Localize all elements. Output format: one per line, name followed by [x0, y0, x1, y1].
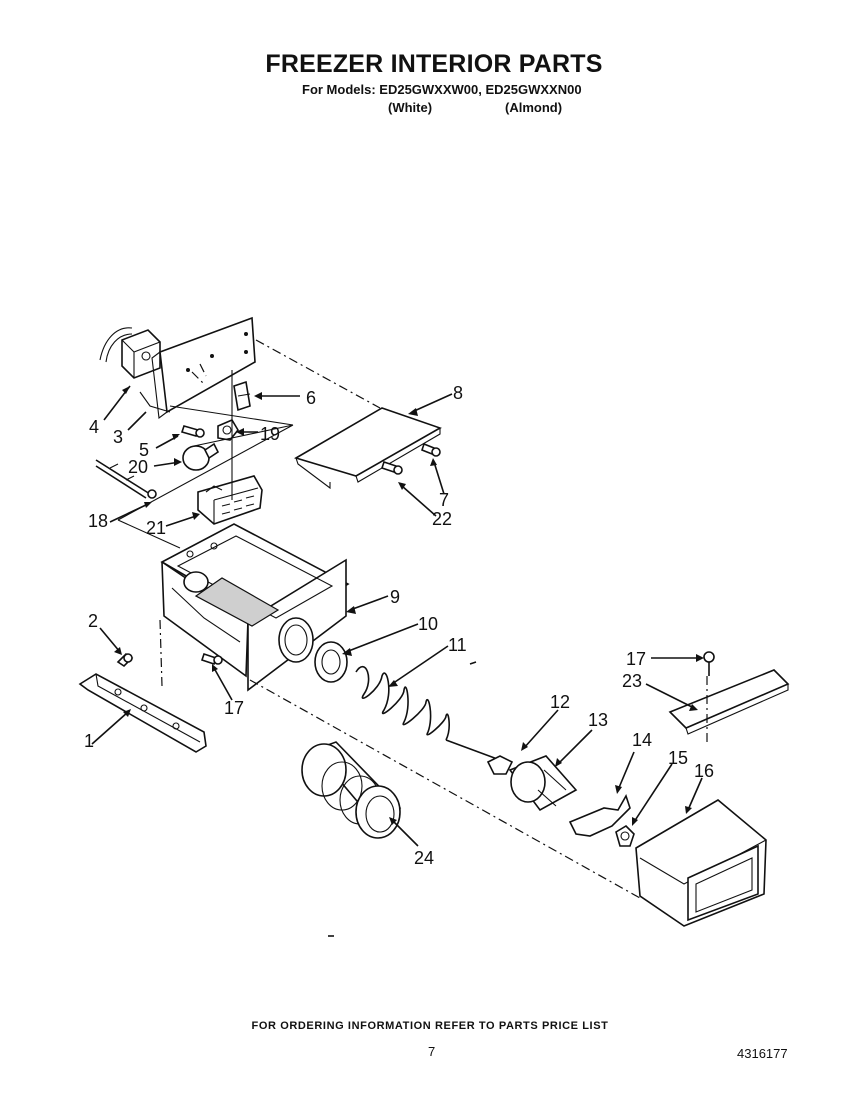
- part-14-bracket: [568, 794, 631, 837]
- callout-18: 18: [88, 511, 108, 531]
- variant-white: (White): [388, 100, 433, 115]
- callout-22: 22: [432, 509, 452, 529]
- callout-11: 11: [448, 635, 467, 655]
- part-18-wire-harness: [95, 459, 157, 499]
- assembly-guide-lines: [117, 370, 233, 549]
- part-12-auger-drive: [445, 739, 514, 775]
- part-4-motor: [99, 327, 161, 379]
- part-21-terminal-block: [197, 475, 263, 525]
- callout-17-upper: 17: [626, 649, 646, 669]
- callout-2: 2: [88, 611, 98, 631]
- callout-15: 15: [668, 748, 688, 768]
- part-9-dispenser-housing: [160, 523, 350, 692]
- part-24-sleeve: [301, 741, 402, 839]
- document-number: 4316177: [737, 1046, 788, 1061]
- part-17-screw-lower: [200, 652, 223, 666]
- part-16-dispenser-chute-cover: [635, 799, 767, 927]
- part-20-light-bulb: [182, 442, 220, 471]
- callout-5: 5: [139, 440, 149, 460]
- callout-20: 20: [128, 457, 148, 477]
- callout-12: 12: [550, 692, 570, 712]
- callout-9: 9: [390, 587, 400, 607]
- ordering-note: FOR ORDERING INFORMATION REFER TO PARTS …: [251, 1020, 609, 1032]
- part-7-screw: [421, 442, 441, 457]
- guide-line-bracket: [159, 619, 163, 687]
- part-17-screw-upper: [703, 651, 715, 742]
- callout-10: 10: [418, 614, 438, 634]
- models-line: For Models: ED25GWXXW00, ED25GWXXN00: [302, 82, 582, 97]
- leader-lines: [91, 385, 704, 847]
- callout-8: 8: [453, 383, 463, 403]
- callout-14: 14: [632, 730, 652, 750]
- page-number: 7: [428, 1044, 436, 1059]
- registration-mark: [469, 661, 477, 665]
- callout-4: 4: [89, 417, 99, 437]
- part-6-switch-bracket: [233, 380, 251, 412]
- guide-line-cover: [255, 339, 381, 409]
- page-title: FREEZER INTERIOR PARTS: [265, 50, 603, 78]
- callout-1: 1: [84, 731, 94, 751]
- callout-6: 6: [306, 388, 316, 408]
- callout-23: 23: [622, 671, 642, 691]
- callout-24: 24: [414, 848, 434, 868]
- part-1-mounting-bracket: [78, 673, 207, 753]
- callout-13: 13: [588, 710, 608, 730]
- part-13-ice-crusher-blade: [508, 755, 578, 812]
- part-23-trim-bracket: [668, 669, 790, 735]
- part-19-light-socket: [217, 418, 239, 441]
- guide-line-axis: [249, 679, 641, 899]
- variant-almond: (Almond): [505, 100, 563, 115]
- part-3-control-plate: [139, 316, 256, 420]
- part-5-screw: [180, 425, 205, 438]
- callout-3: 3: [113, 427, 123, 447]
- callout-21: 21: [146, 518, 166, 538]
- part-15-nut: [615, 824, 635, 847]
- part-10-bearing-ring: [314, 641, 348, 683]
- callout-16: 16: [694, 761, 714, 781]
- part-22-screw: [380, 460, 403, 475]
- part-11-auger-spring: [355, 665, 450, 741]
- callout-7: 7: [439, 490, 449, 510]
- part-2-screw: [116, 652, 134, 668]
- callout-19: 19: [260, 424, 280, 444]
- part-8-cover-plate: [294, 407, 442, 490]
- callout-17-lower: 17: [224, 698, 244, 718]
